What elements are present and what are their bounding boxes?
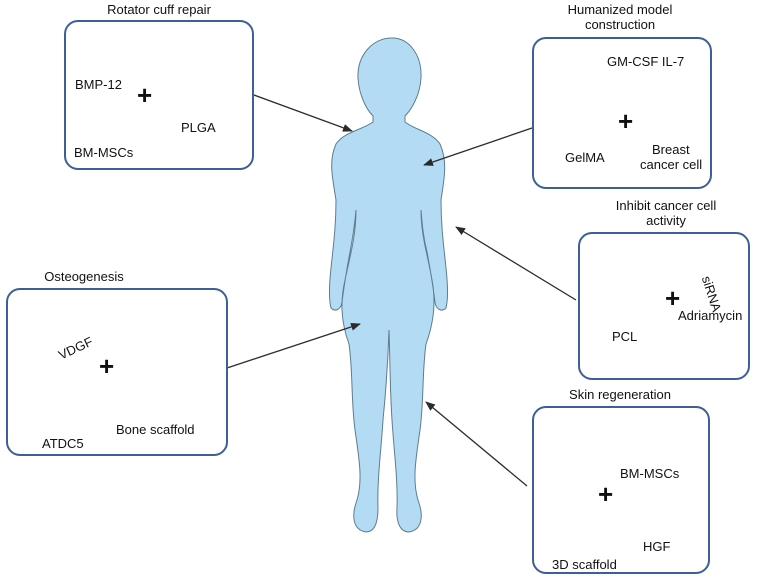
label-3d-scaffold: 3D scaffold [552, 557, 617, 572]
label-adriamycin: Adriamycin [678, 308, 743, 323]
plus-sign-osteogenesis: + [99, 351, 115, 381]
humanized-title-line2: construction [584, 17, 656, 32]
skin-title: Skin regeneration [569, 387, 671, 402]
rotator-title: Rotator cuff repair [107, 2, 211, 17]
plus-sign-humanized: + [618, 106, 634, 136]
panel-inhibit-cancer [578, 232, 750, 380]
panel-rotator-cuff-repair [64, 20, 254, 170]
label-gmcsf-il7: GM-CSF IL-7 [607, 54, 685, 69]
arrow-osteogenesis-to-thigh [226, 323, 361, 369]
panel-osteogenesis [6, 288, 228, 456]
inhibit-title-line1: Inhibit cancer cell [615, 198, 717, 213]
human-body-silhouette [329, 37, 448, 533]
humanized-title-line1: Humanized model [567, 2, 673, 17]
panel-humanized-model [532, 37, 712, 189]
panel-skin-regeneration [532, 406, 710, 574]
plus-sign-inhibit: + [665, 283, 681, 313]
label-atdc5: ATDC5 [42, 436, 84, 451]
label-pcl: PCL [612, 329, 638, 344]
inhibit-title-line2: activity [646, 213, 686, 228]
arrow-skin-to-leg [425, 401, 528, 487]
label-breast-line2: cancer cell [640, 157, 703, 172]
label-plga: PLGA [181, 120, 216, 135]
body-shape [329, 37, 448, 533]
arrow-inhibit-to-arm [455, 226, 577, 301]
arrow-rotator-to-shoulder [253, 94, 353, 132]
plus-sign-skin: + [598, 479, 614, 509]
label-bmp12: BMP-12 [75, 77, 122, 92]
arrow-humanized-to-chest [423, 127, 533, 166]
label-bm-mscs-skin: BM-MSCs [620, 466, 680, 481]
plus-sign-rotator: + [137, 80, 153, 110]
label-gelma: GelMA [565, 150, 605, 165]
osteogenesis-title: Osteogenesis [44, 269, 124, 284]
label-bm-mscs: BM-MSCs [74, 145, 134, 160]
label-breast-line1: Breast [652, 142, 690, 157]
label-bone-scaffold: Bone scaffold [116, 422, 195, 437]
arrows [226, 94, 577, 487]
label-hgf: HGF [643, 539, 671, 554]
